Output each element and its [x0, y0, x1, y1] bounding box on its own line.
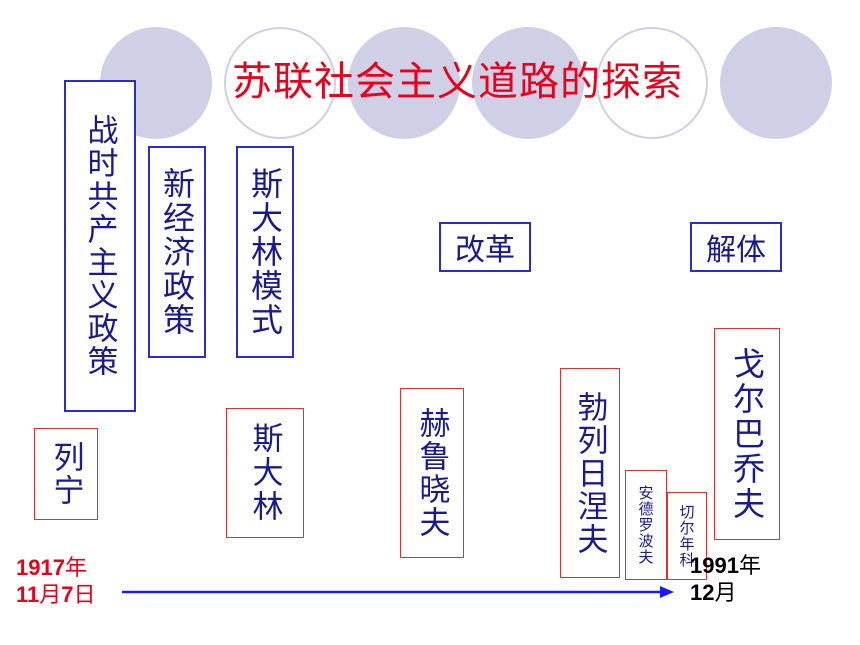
decor-circle-4 [472, 27, 584, 139]
leader-stalin: 斯大林 [226, 408, 304, 538]
leader-lenin: 列宁 [34, 428, 98, 520]
leader-khrushchev-label: 赫鲁晓夫 [413, 407, 450, 539]
policy-dissolution: 解体 [690, 222, 782, 272]
decor-circle-2 [224, 27, 336, 139]
decor-circle-5 [596, 27, 708, 139]
leader-khrushchev: 赫鲁晓夫 [400, 388, 464, 558]
timeline-end-date: 1991年 12月 [690, 553, 761, 606]
leader-gorbachev: 戈尔巴乔夫 [714, 328, 780, 540]
policy-reform-label: 改革 [455, 233, 515, 268]
policy-war-communism-label: 战时共产主义政策 [81, 114, 118, 378]
policy-reform: 改革 [439, 222, 531, 272]
policy-nep: 新经济政策 [148, 146, 206, 358]
leader-stalin-label: 斯大林 [246, 422, 283, 524]
leader-chernenko-label: 切尔年科 [677, 504, 696, 568]
policy-nep-label: 新经济政策 [158, 167, 196, 337]
policy-stalin-model: 斯大林模式 [236, 146, 294, 358]
policy-war-communism: 战时共产主义政策 [64, 80, 136, 412]
leader-chernenko: 切尔年科 [667, 492, 707, 580]
timeline-start-date: 1917年 11月7日 [16, 555, 96, 608]
leader-lenin-label: 列宁 [47, 441, 84, 507]
leader-andropov: 安德罗波夫 [625, 470, 667, 580]
leader-brezhnev-label: 勃列日涅夫 [571, 390, 608, 556]
decor-circle-6 [720, 27, 832, 139]
leader-brezhnev: 勃列日涅夫 [560, 368, 620, 578]
page-title: 苏联社会主义道路的探索 [232, 59, 683, 105]
policy-dissolution-label: 解体 [706, 233, 766, 268]
policy-stalin-model-label: 斯大林模式 [246, 167, 284, 337]
decor-circle-3 [348, 27, 460, 139]
leader-andropov-label: 安德罗波夫 [636, 485, 655, 565]
leader-gorbachev-label: 戈尔巴乔夫 [728, 346, 766, 522]
